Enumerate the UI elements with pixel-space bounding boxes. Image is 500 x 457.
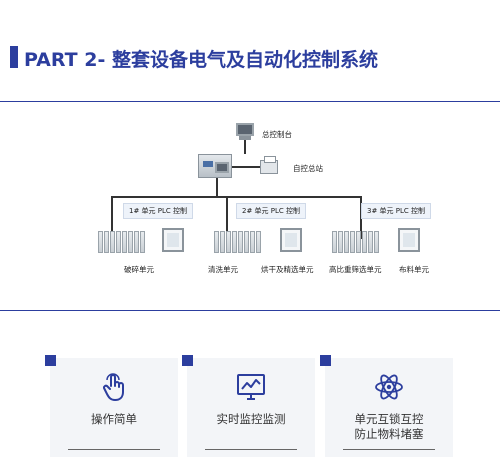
card-corner-square [320, 355, 331, 366]
plc-label-1: 1# 单元 PLC 控制 [123, 203, 194, 219]
line-bus [111, 196, 362, 198]
console-stand [239, 136, 251, 140]
card-underline [205, 449, 297, 450]
control-system-diagram: 总控制台 自控总站 1# 单元 PLC 控制 破碎单元 2# 单元 PLC 控制… [0, 102, 500, 310]
feature-card-text-line1: 单元互锁互控 [354, 412, 424, 426]
cabinet-2 [214, 231, 261, 253]
station-label: 自控总站 [293, 164, 323, 173]
feature-card-simple: 操作简单 [50, 358, 178, 457]
printer-icon [260, 156, 278, 174]
feature-card-text: 实时监控监测 [216, 412, 286, 426]
unit-2-sub-right: 烘干及精选单元 [261, 265, 314, 274]
unit-1-sub-left: 破碎单元 [124, 265, 154, 274]
unit-2-sub-left: 清洗单元 [208, 265, 238, 274]
console-monitor-icon [236, 123, 254, 136]
title-accent-bar [10, 46, 18, 68]
console-label: 总控制台 [262, 130, 292, 139]
unit-3-sub-right: 布料单元 [399, 265, 429, 274]
feature-card-interlock: 单元互锁互控 防止物料堵塞 [325, 358, 453, 457]
line-main-drop [216, 178, 218, 197]
panel-1 [162, 228, 184, 252]
feature-card-text-line2: 防止物料堵塞 [354, 427, 424, 441]
page-title: PART 2- 整套设备电气及自动化控制系统 [24, 49, 378, 71]
cabinet-3 [332, 231, 379, 253]
card-underline [343, 449, 435, 450]
unit-3-sub-left: 高比重筛选单元 [329, 265, 382, 274]
card-corner-square [45, 355, 56, 366]
monitor-chart-icon [237, 374, 265, 400]
server-monitor-icon [215, 162, 229, 173]
panel-3 [398, 228, 420, 252]
feature-card-text: 单元互锁互控 防止物料堵塞 [325, 412, 453, 442]
line-unit1 [111, 196, 113, 239]
divider-bottom [0, 310, 500, 311]
cabinet-1 [98, 231, 145, 253]
feature-card-text: 操作简单 [91, 412, 137, 426]
line-unit2 [226, 196, 228, 239]
line-printer [232, 166, 260, 168]
card-corner-square [182, 355, 193, 366]
feature-card-monitor: 实时监控监测 [187, 358, 315, 457]
card-underline [68, 449, 160, 450]
divider-top [0, 101, 500, 102]
panel-2 [280, 228, 302, 252]
plc-label-2: 2# 单元 PLC 控制 [236, 203, 307, 219]
plc-label-3: 3# 单元 PLC 控制 [361, 203, 432, 219]
touch-hand-icon [103, 373, 124, 401]
line-console [244, 140, 246, 154]
atom-icon [375, 374, 403, 400]
